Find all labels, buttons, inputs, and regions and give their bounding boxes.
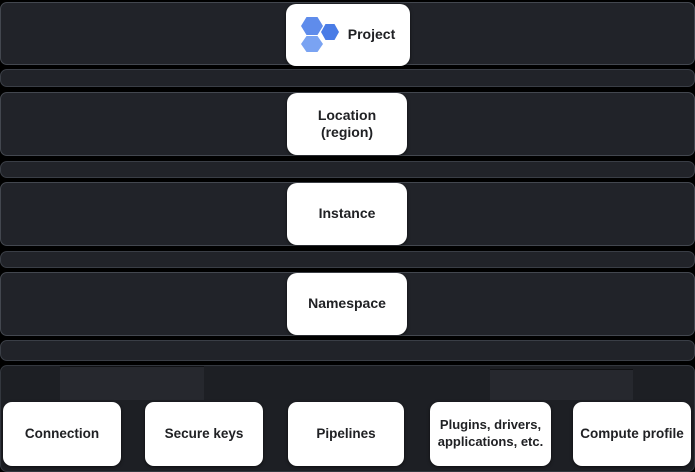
instance-node: Instance (287, 183, 407, 245)
pipelines-label: Pipelines (316, 426, 376, 442)
instance-label: Instance (318, 205, 376, 222)
namespace-item-compute-profile: Compute profile (573, 402, 691, 466)
hexagon-cluster-icon (300, 17, 339, 52)
location-label: Location (region) (317, 106, 377, 141)
namespace-item-secure-keys: Secure keys (145, 402, 263, 466)
separator-band (0, 161, 695, 178)
namespace-item-plugins: Plugins, drivers, applications, etc. (430, 402, 551, 466)
namespace-item-pipelines: Pipelines (288, 402, 404, 466)
connection-label: Connection (24, 426, 100, 442)
group-highlight-right (490, 369, 633, 400)
namespace-node: Namespace (287, 273, 407, 335)
separator-band (0, 340, 695, 361)
project-node: Project (286, 4, 410, 66)
separator-band (0, 69, 695, 87)
namespace-label: Namespace (308, 295, 386, 312)
project-label: Project (347, 26, 396, 43)
group-highlight-left (60, 366, 204, 400)
compute-profile-label: Compute profile (580, 426, 684, 442)
separator-band (0, 251, 695, 268)
plugins-label: Plugins, drivers, applications, etc. (437, 417, 544, 449)
namespace-item-connection: Connection (3, 402, 121, 466)
location-node: Location (region) (287, 93, 407, 155)
secure-keys-label: Secure keys (164, 426, 244, 442)
